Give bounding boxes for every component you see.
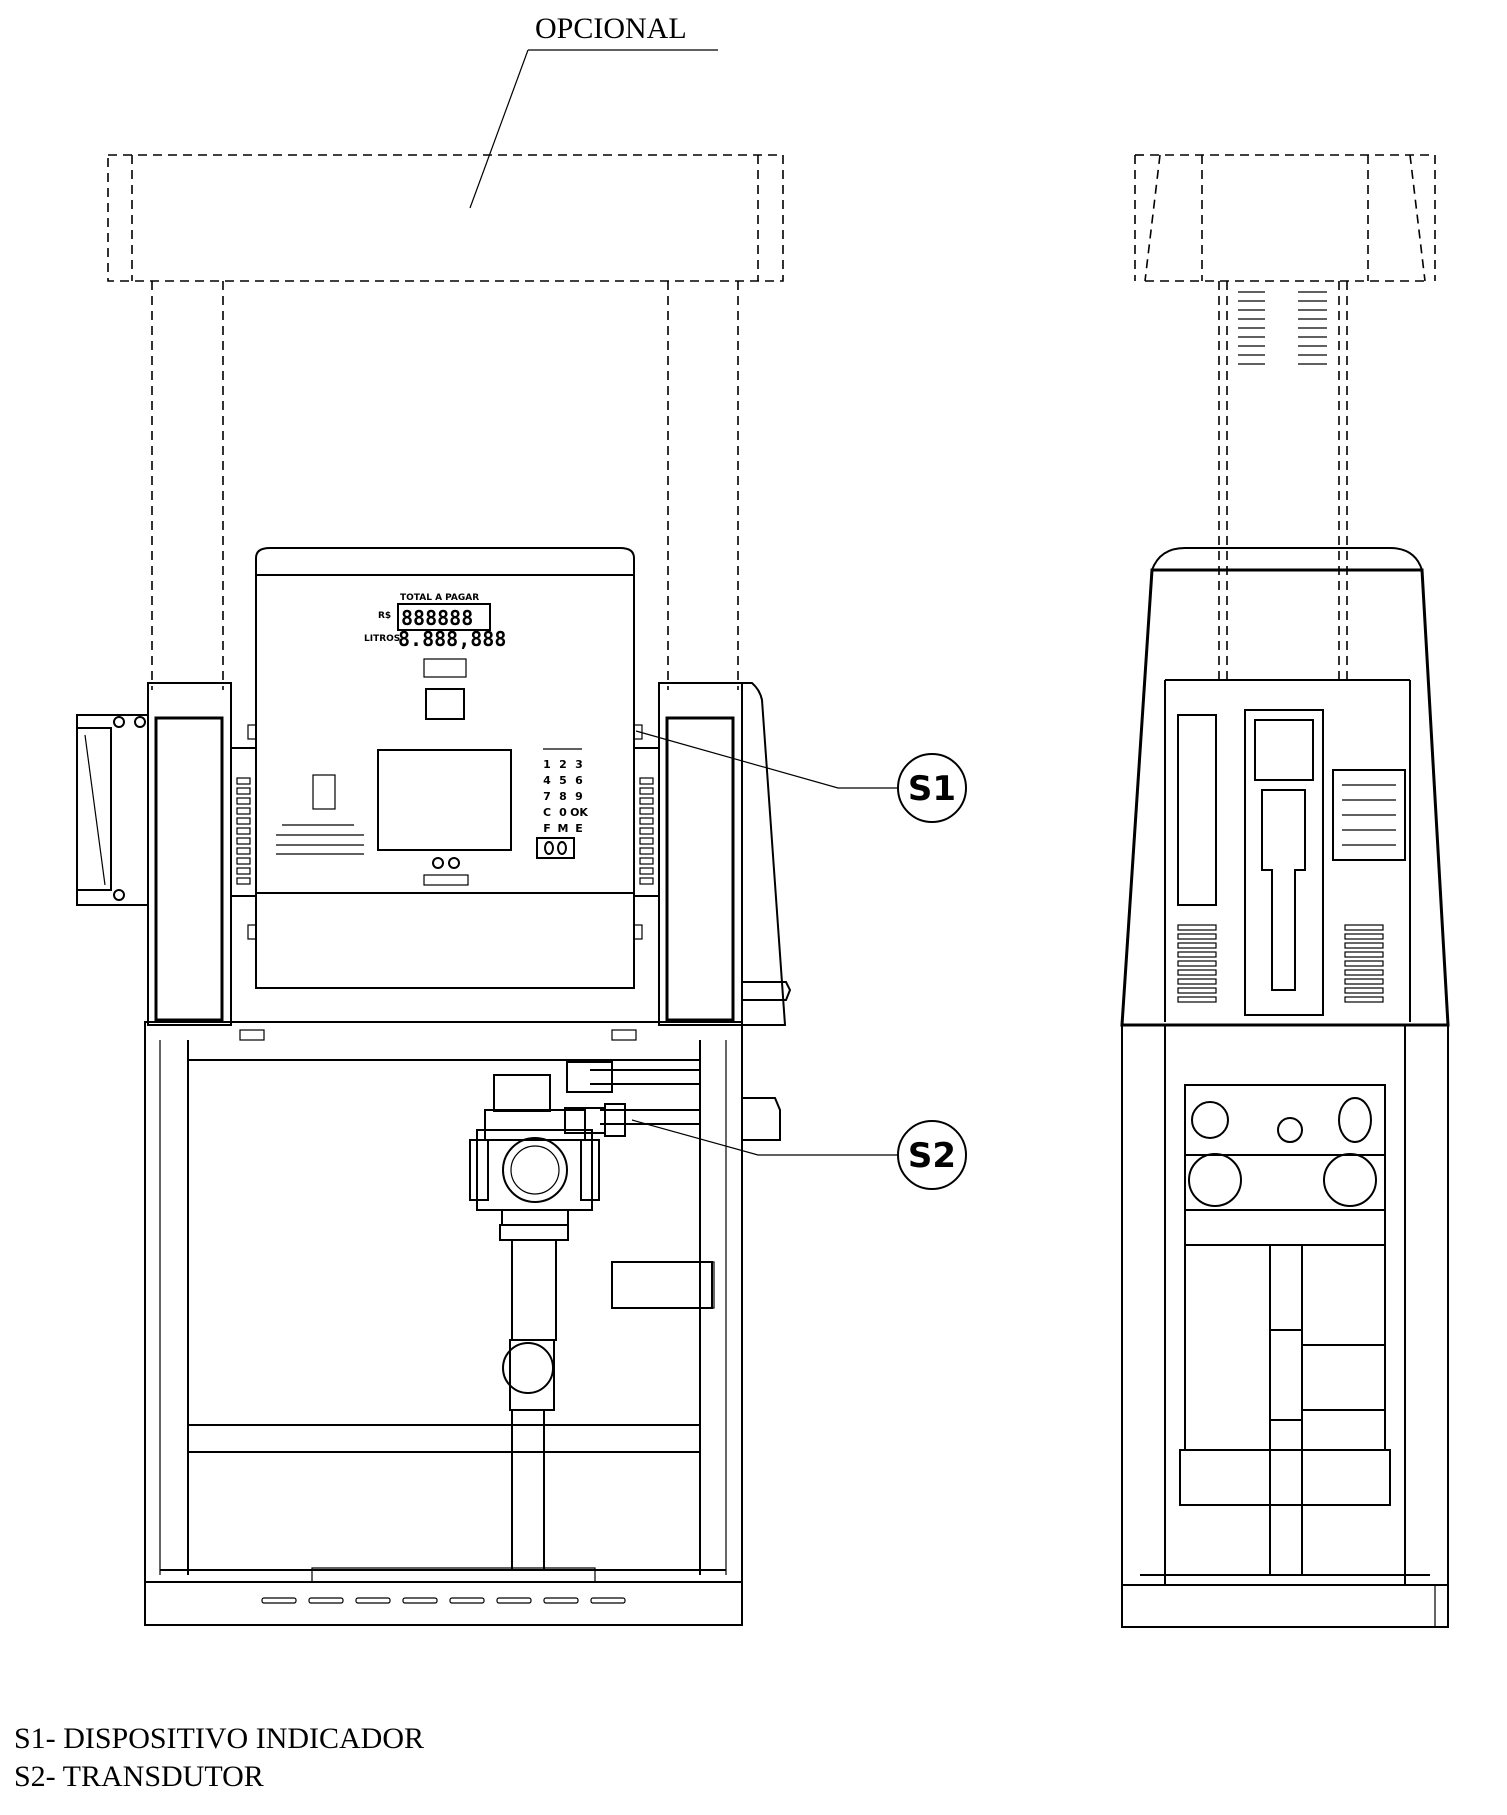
vent-slot [639,877,654,885]
keypad-key: 8 [559,790,567,803]
volume-digits: 8.888,888 [398,627,506,651]
side-vent [1177,942,1217,949]
side-vent [1344,924,1384,931]
keypad-key: 3 [575,758,583,771]
base-slot [402,1597,438,1604]
keypad-key: 9 [575,790,583,803]
side-vent [1177,951,1217,958]
legend-code: S1- [14,1722,56,1755]
price-display: TOTAL A PAGAR R$ 888888 LITROS 8.888,888 [276,593,512,886]
s1-label: S1 [908,769,956,809]
hose-columns [147,682,787,1026]
front-view: OPCIONAL TOTAL A PAGAR R$ 888888 LITROS … [76,12,792,1626]
vent-slot [639,867,654,875]
vent-slot [236,817,251,825]
side-vent [1177,969,1217,976]
side-optional-canopy [1134,154,1436,680]
side-vent [1344,942,1384,949]
vent-slot [236,807,251,815]
vent-slot [236,857,251,865]
optional-callout: OPCIONAL [469,12,718,209]
vent-slot [236,787,251,795]
keypad-key: 0 [559,806,567,819]
vent-slot [639,837,654,845]
vent-slot [639,807,654,815]
price-digits: 888888 [401,606,473,630]
base-slot [449,1597,485,1604]
vent-slot [236,837,251,845]
side-vent [1177,933,1217,940]
side-vent [1177,996,1217,1003]
legend: S1- DISPOSITIVO INDICADOR S2- TRANSDUTOR [14,1720,424,1796]
keypad-key: 1 [543,758,551,771]
vent-slot [236,777,251,785]
vent-slot [639,857,654,865]
callout-s1: S1 [635,730,967,823]
keypad-key: C [543,806,551,819]
dispenser-head [247,547,643,989]
base-slot [261,1597,297,1604]
base-slot [590,1597,626,1604]
keypad-key: F [543,822,551,835]
legend-text: DISPOSITIVO INDICADOR [63,1722,425,1755]
vent-slots [236,777,654,885]
vent-slot [639,817,654,825]
side-vent [1344,987,1384,994]
side-vent [1344,960,1384,967]
side-vent [1177,960,1217,967]
base-slots [261,1597,626,1604]
meter-assembly [469,1061,700,1570]
side-vent [1344,969,1384,976]
side-vent [1344,933,1384,940]
keypad-key: 4 [543,774,551,787]
callout-s2: S2 [631,1119,967,1190]
optional-label: OPCIONAL [535,12,687,45]
keypad-key: 2 [559,758,567,771]
keypad-key: 5 [559,774,567,787]
nozzle-holster [76,714,149,906]
side-vent [1344,951,1384,958]
legend-item-s2: S2- TRANSDUTOR [14,1758,424,1796]
keypad-key: 7 [543,790,551,803]
base-slot [308,1597,344,1604]
keypad-key: E [575,822,583,835]
base-slot [355,1597,391,1604]
vent-slot [639,827,654,835]
side-vent-slats [1177,291,1384,1003]
legend-item-s1: S1- DISPOSITIVO INDICADOR [14,1720,424,1758]
base-slot [543,1597,579,1604]
side-view [1120,154,1450,1628]
vent-slot [639,787,654,795]
keypad-key: 6 [575,774,583,787]
vent-slot [236,877,251,885]
base-slot [496,1597,532,1604]
vent-slot [236,797,251,805]
lower-cabinet [144,981,792,1626]
side-vent [1177,987,1217,994]
side-vent [1344,978,1384,985]
volume-unit: LITROS [364,634,400,644]
side-vent [1177,924,1217,931]
vent-slot [236,827,251,835]
vent-slot [639,797,654,805]
optional-canopy [107,154,784,690]
vent-slot [639,847,654,855]
side-vent [1177,978,1217,985]
display-title: TOTAL A PAGAR [400,593,479,603]
keypad-key: M [558,822,569,835]
s2-label: S2 [908,1136,956,1176]
vent-slot [236,867,251,875]
vent-slot [639,777,654,785]
legend-text: TRANSDUTOR [62,1760,264,1793]
keypad-key: OK [570,806,588,819]
vent-slot [236,847,251,855]
price-unit: R$ [378,611,391,621]
side-vent [1344,996,1384,1003]
legend-code: S2- [14,1760,56,1793]
